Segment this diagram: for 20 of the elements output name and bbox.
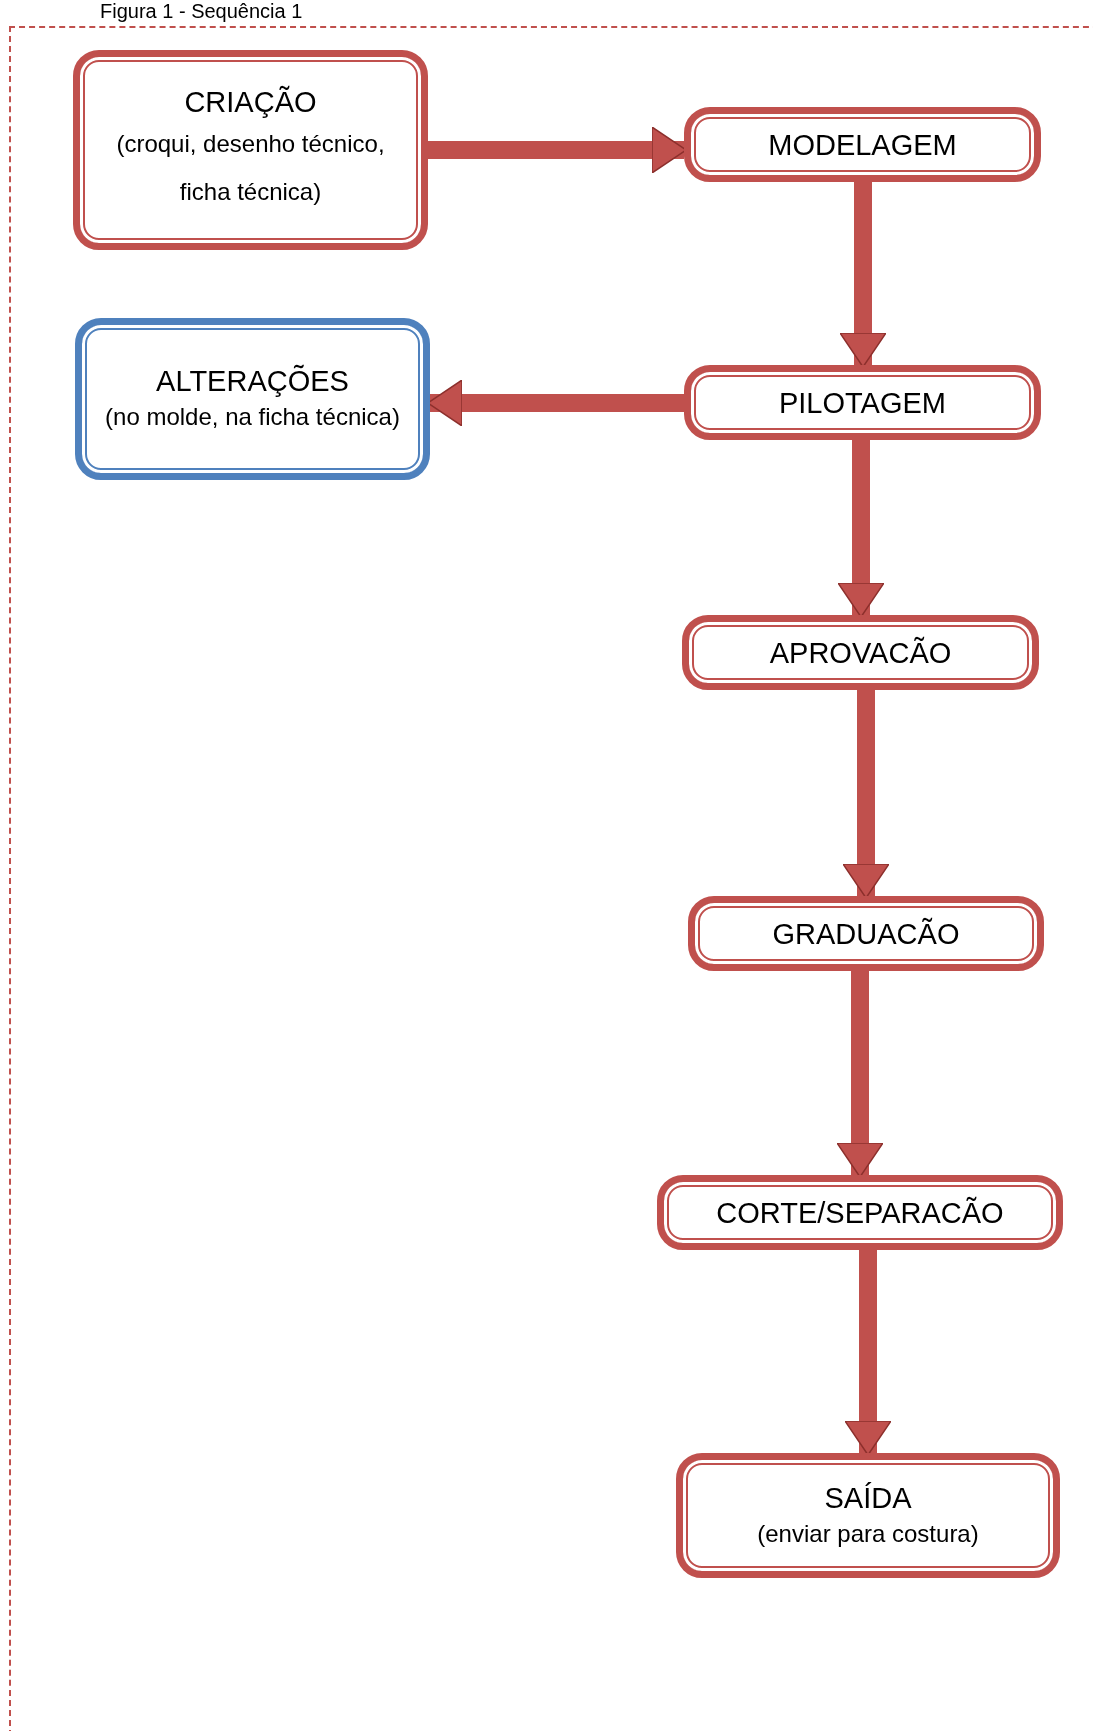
process-box bbox=[676, 1453, 1060, 1578]
step-description: (no molde, na ficha técnica) bbox=[105, 402, 400, 432]
process-box bbox=[75, 318, 430, 480]
step-title: CRIAÇÃO bbox=[184, 84, 317, 120]
process-box bbox=[73, 50, 428, 250]
process-box bbox=[657, 1175, 1063, 1250]
figure-title: Figura 1 - Sequência 1 bbox=[100, 0, 303, 22]
process-box bbox=[684, 365, 1041, 440]
step-title: PILOTAGEM bbox=[778, 385, 947, 421]
step-title: SAÍDA bbox=[824, 1480, 912, 1516]
step-title: GRADUACÃO bbox=[772, 916, 960, 952]
step-title: MODELAGEM bbox=[768, 127, 957, 163]
step-description: (croqui, desenho técnico, ficha técnica) bbox=[115, 129, 386, 207]
process-box bbox=[688, 896, 1044, 971]
process-box bbox=[682, 615, 1039, 690]
step-title: CORTE/SEPARACÃO bbox=[716, 1195, 1004, 1231]
process-box bbox=[684, 107, 1041, 182]
step-title: ALTERAÇÕES bbox=[156, 363, 349, 399]
step-description: (enviar para costura) bbox=[757, 1518, 979, 1549]
step-title: APROVACÃO bbox=[769, 635, 952, 671]
